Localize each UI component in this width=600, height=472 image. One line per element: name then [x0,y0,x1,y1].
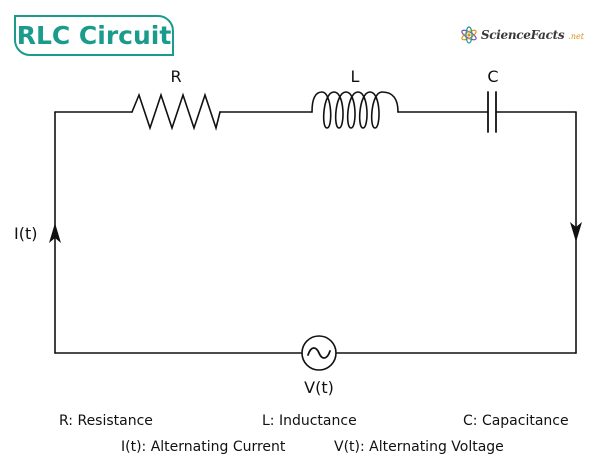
brand-logo: ScienceFacts .net [460,26,584,44]
legend-voltage: V(t): Alternating Voltage [334,439,504,455]
legend-capacitance: C: Capacitance [463,413,569,429]
resistor [131,92,221,131]
inductor [311,91,399,129]
logo-text: ScienceFacts [480,28,565,42]
legend-inductance: L: Inductance [262,413,357,429]
arrow-down-icon [570,222,582,242]
page-title: RLC Circuit [14,15,174,56]
voltage-label: V(t) [304,378,334,397]
legend-resistance: R: Resistance [59,413,153,429]
capacitor-label: C [487,67,498,86]
legend-current: I(t): Alternating Current [121,439,286,455]
current-label: I(t) [14,224,37,243]
ac-source [301,335,337,371]
inductor-label: L [351,67,360,86]
atom-icon [461,26,477,44]
arrow-up-icon [49,223,61,243]
sine-wave-icon [307,347,331,359]
logo-suffix: .net [568,32,584,41]
resistor-label: R [170,67,181,86]
